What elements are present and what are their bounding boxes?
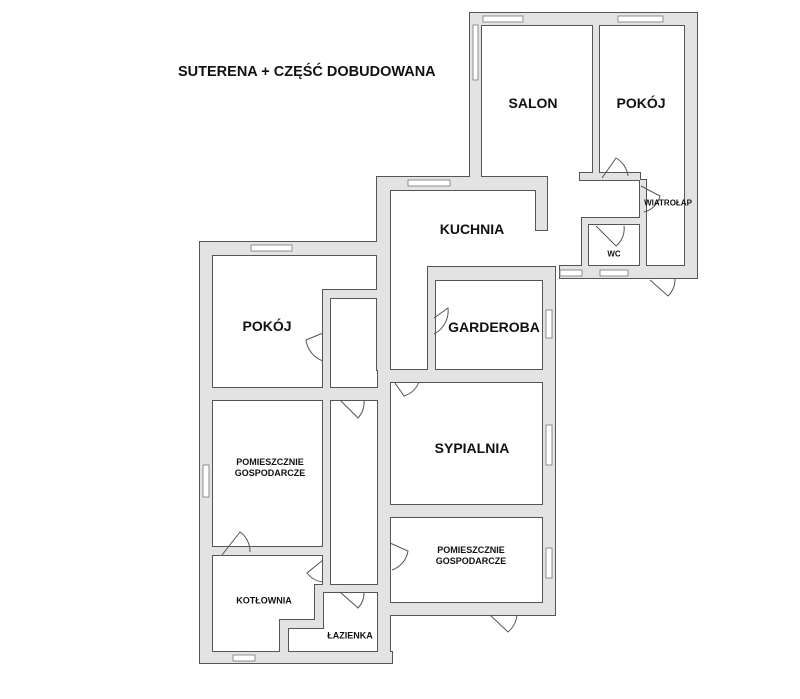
wall [378,370,390,663]
wall [323,400,330,555]
doors [221,157,676,633]
door-pokoj-left [305,332,324,362]
wall [582,218,644,224]
door-sypialnia [394,381,420,397]
room-label-lazienka: ŁAZIENKA [327,630,373,641]
door-entrance [649,277,676,297]
door-lazienka [339,591,365,609]
wall [200,547,330,555]
wall [685,13,697,278]
room-label-garderoba: GARDEROBA [448,319,540,335]
wall [200,652,392,663]
room-label-kotlownia: KOTŁOWNIA [236,595,292,606]
windows [202,15,664,662]
room-label-salon: SALON [508,95,558,111]
room-label-pomieszczenie-left: POMIESZCZNIE GOSPODARCZE [235,457,306,479]
door-wc [595,225,625,247]
door-outside [489,614,518,633]
walls [200,13,697,663]
wall [536,177,547,230]
room-label-sypialnia: SYPIALNIA [434,440,510,456]
door-pom-right [389,542,409,571]
wall [593,25,599,177]
door-wiatrolap [640,185,661,213]
room-label-pokoj-top: POKÓJ [616,95,666,111]
wall [377,177,390,370]
door-kotlownia [221,531,251,556]
wall [377,177,547,190]
door-garderoba [433,307,449,335]
room-label-pomieszczenie-right: POMIESZCZNIE GOSPODARCZE [436,545,507,567]
plan-title: SUTERENA + CZĘŚĆ DOBUDOWANA [178,64,436,80]
wall [280,620,288,663]
wall [200,242,390,255]
wall [470,13,481,180]
wall [428,267,435,370]
room-label-line-1: POMIESZCZNIE [236,457,304,467]
door-hall [339,399,365,419]
wall [315,585,380,592]
wall [390,603,555,615]
wall [315,585,323,625]
wall [323,555,330,585]
room-label-wc: WC [607,249,621,259]
wall [280,620,323,628]
room-label-line-2: GOSPODARCZE [435,556,507,566]
wall [428,267,555,280]
wall [640,180,646,278]
room-label-pokoj-left: POKÓJ [242,318,292,334]
wall [200,242,212,663]
room-label-line-1: POMIESZCZNIE [437,545,505,555]
wall [580,173,640,180]
wall [582,218,588,278]
wall [560,266,697,278]
wall [200,388,380,400]
room-label-kuchnia: KUCHNIA [439,221,505,237]
wall [323,290,380,298]
door-hall-lower [306,559,324,583]
wall [390,505,555,517]
room-label-wiatrolap: WIATROŁAP [644,198,692,208]
wall [380,370,555,382]
wall [323,290,330,388]
room-label-line-2: GOSPODARCZE [234,468,306,478]
door-pokoj-top [601,157,629,179]
